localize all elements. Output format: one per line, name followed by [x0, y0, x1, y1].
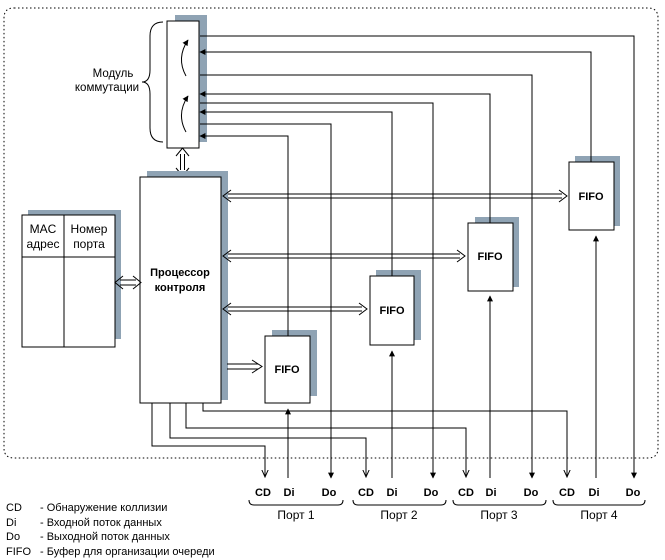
processor-fifo4-link — [222, 189, 568, 203]
cd-label: CD — [458, 487, 474, 499]
port-1-label: Порт 1 — [277, 508, 315, 522]
switch-curve-arrow-bottom — [181, 95, 189, 133]
di-label: Di — [284, 487, 295, 499]
legend: CD - Обнаружение коллизии Di - Входной п… — [6, 501, 215, 559]
do-label: Do — [424, 487, 439, 499]
legend-abbr: FIFO — [6, 545, 32, 558]
device-boundary — [3, 7, 659, 459]
fifo-port-4: FIFO — [568, 156, 620, 231]
fifo-label: FIFO — [578, 191, 603, 203]
processor-label-1: Процессор — [150, 267, 210, 279]
legend-item: Di - Входной поток данных — [6, 516, 215, 531]
processor-fifo3-link — [222, 249, 466, 263]
port-4-label: Порт 4 — [580, 508, 618, 522]
switch-module-brace — [141, 21, 164, 143]
mac-col1-line1: MAC — [30, 222, 57, 236]
mac-col1-line2: адрес — [26, 237, 59, 251]
port-4-signals: CD Di Do — [559, 487, 641, 499]
fifo-port-3: FIFO — [467, 217, 519, 292]
port-2-label: Порт 2 — [380, 508, 418, 522]
do-label: Do — [626, 487, 641, 499]
legend-desc: - Входной поток данных — [40, 516, 162, 529]
processor-block — [139, 176, 222, 404]
port-brackets — [248, 499, 646, 506]
port-2-signals: CD Di Do — [358, 487, 439, 499]
do-label: Do — [524, 487, 539, 499]
fifo-label: FIFO — [477, 251, 502, 263]
mac-col2-line1: Номер — [71, 222, 108, 236]
switch-module-label-1: Модуль — [93, 68, 134, 80]
switch-curve-arrow-top — [181, 39, 189, 77]
switch-module-label-2: коммутации — [75, 82, 139, 94]
do-label: Do — [322, 487, 337, 499]
cd-label: CD — [255, 487, 271, 499]
switch-module — [166, 20, 200, 149]
mac-processor-link — [114, 275, 142, 290]
legend-item: FIFO - Буфер для организации очереди — [6, 545, 215, 560]
mac-table — [21, 214, 116, 348]
processor-to-cd-lines — [151, 403, 567, 477]
mac-col2-line2: порта — [73, 237, 105, 251]
cd-label: CD — [559, 487, 575, 499]
processor-label-2: контроля — [155, 282, 206, 294]
port-1-signals: CD Di Do — [255, 487, 337, 499]
fifo-to-switch-lines — [199, 49, 592, 336]
legend-abbr: Do — [6, 531, 21, 544]
fifo-port-1: FIFO — [264, 330, 317, 404]
legend-abbr: CD — [6, 502, 22, 514]
port-3-signals: CD Di Do — [458, 487, 539, 499]
fifo-label: FIFO — [274, 364, 299, 376]
port-3-label: Порт 3 — [480, 508, 518, 522]
processor-fifo1-link — [227, 359, 263, 374]
legend-item: Do - Выходной поток данных — [6, 530, 215, 545]
legend-abbr: Di — [6, 516, 17, 529]
legend-desc: - Обнаружение коллизии — [40, 502, 168, 514]
fifo-port-2: FIFO — [369, 270, 421, 346]
legend-desc: - Буфер для организации очереди — [40, 545, 215, 558]
legend-desc: - Выходной поток данных — [40, 531, 170, 544]
processor-fifo2-link — [222, 302, 368, 316]
fifo-label: FIFO — [379, 305, 404, 317]
di-to-fifo-lines — [285, 235, 599, 478]
switch-to-do-lines — [200, 35, 637, 479]
di-label: Di — [387, 487, 398, 499]
di-label: Di — [486, 487, 497, 499]
cd-label: CD — [358, 487, 374, 499]
di-label: Di — [589, 487, 600, 499]
legend-item: CD - Обнаружение коллизии — [6, 501, 215, 516]
